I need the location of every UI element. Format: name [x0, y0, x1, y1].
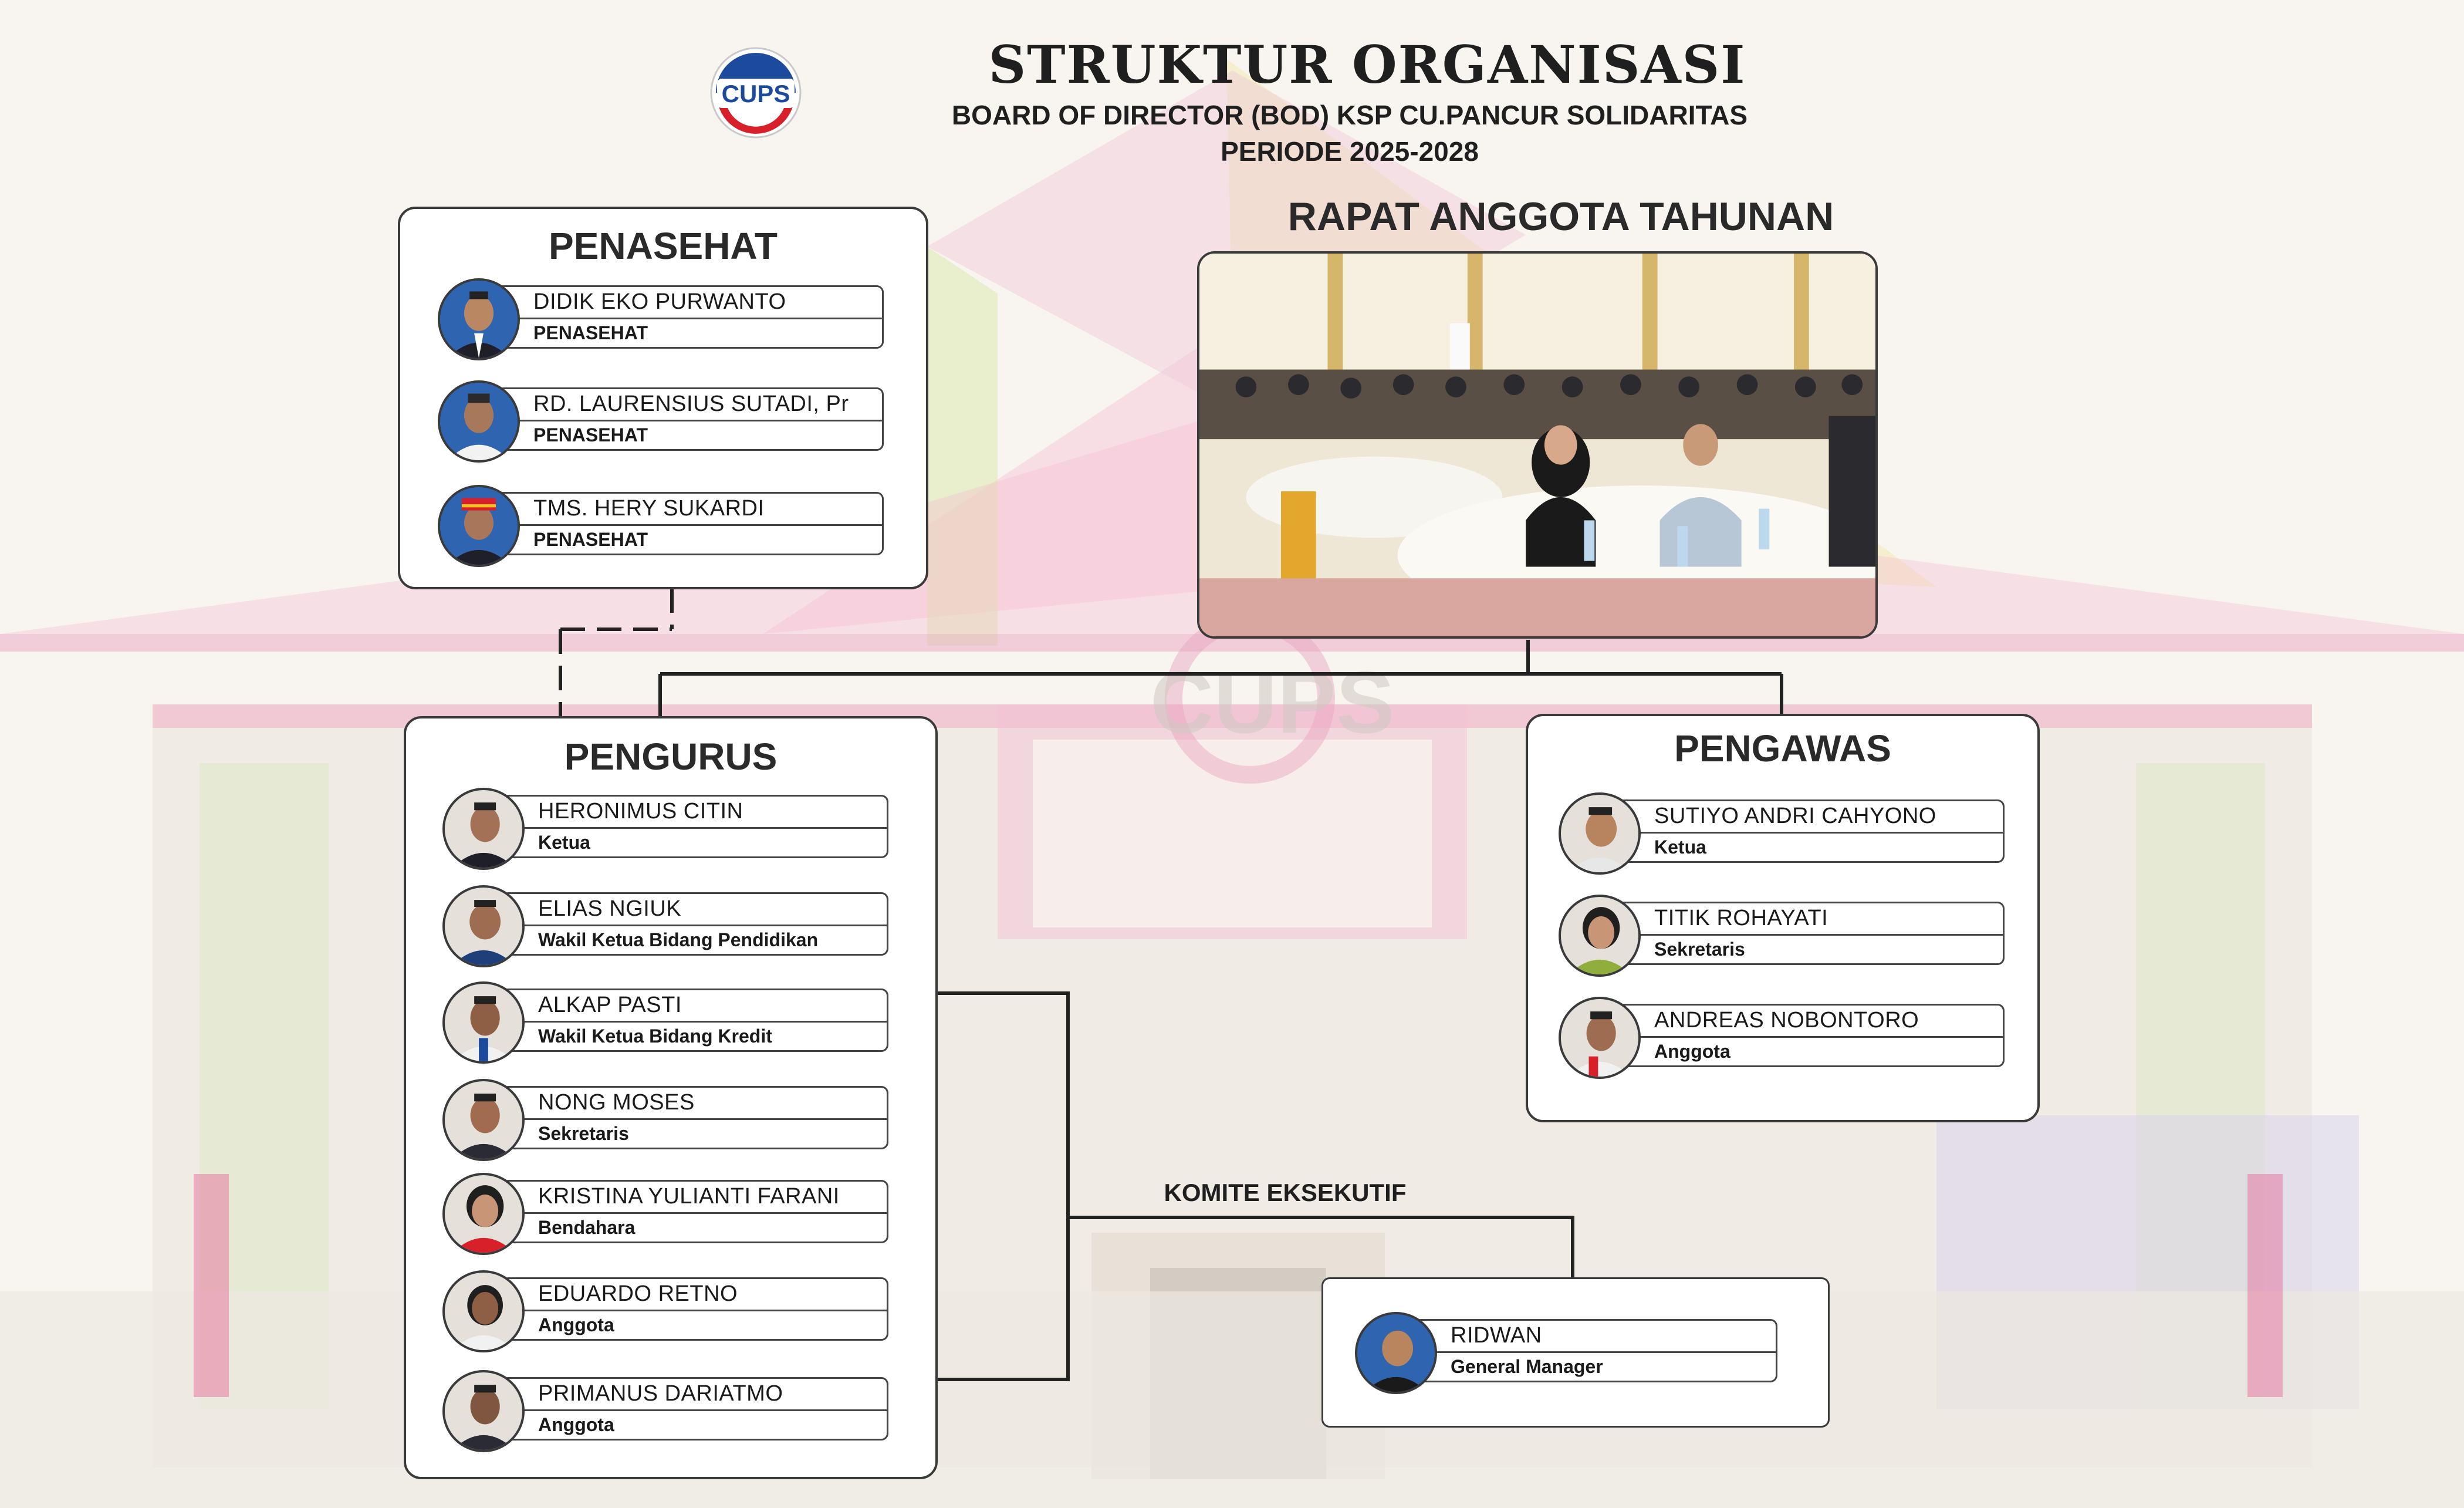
- member-role: Bendahara: [538, 1217, 636, 1238]
- member-card: RIDWAN General Manager: [1355, 1312, 1807, 1394]
- member-role: Sekretaris: [1654, 939, 1745, 960]
- member-photo: [438, 485, 520, 567]
- member-name: ANDREAS NOBONTORO: [1654, 1008, 1919, 1033]
- member-photo: [442, 1370, 525, 1452]
- page-subtitle: BOARD OF DIRECTOR (BOD) KSP CU.PANCUR SO…: [951, 100, 1748, 130]
- member-photo: [438, 278, 520, 360]
- member-card: PRIMANUS DARIATMO Anggota: [442, 1370, 894, 1452]
- member-role: Sekretaris: [538, 1123, 629, 1144]
- member-photo: [442, 788, 525, 870]
- page-title: STRUKTUR ORGANISASI: [988, 34, 1746, 95]
- pengawas-title: PENGAWAS: [1674, 727, 1891, 770]
- member-role: Ketua: [1654, 836, 1706, 858]
- member-card: ALKAP PASTI Wakil Ketua Bidang Kredit: [442, 981, 894, 1064]
- member-role: General Manager: [1451, 1356, 1603, 1377]
- member-name: SUTIYO ANDRI CAHYONO: [1654, 804, 1936, 828]
- page-period: PERIODE 2025-2028: [1221, 136, 1479, 167]
- rapat-title: RAPAT ANGGOTA TAHUNAN: [1287, 194, 1834, 239]
- member-role: PENASEHAT: [533, 424, 648, 446]
- member-card: RD. LAURENSIUS SUTADI, Pr PENASEHAT: [438, 380, 890, 463]
- rapat-meeting-photo: [1197, 251, 1878, 639]
- member-role: Anggota: [538, 1414, 614, 1435]
- member-card: ANDREAS NOBONTORO Anggota: [1559, 997, 2010, 1079]
- member-role: PENASEHAT: [533, 322, 648, 343]
- member-photo: [1355, 1312, 1437, 1394]
- member-role: PENASEHAT: [533, 529, 648, 550]
- member-name: PRIMANUS DARIATMO: [538, 1381, 783, 1406]
- pengawas-panel: PENGAWAS SUTIYO ANDRI CAHYONO Ketua TITI…: [1526, 714, 2040, 1122]
- member-photo: [1559, 997, 1641, 1079]
- member-role: Anggota: [1654, 1041, 1730, 1062]
- header: STRUKTUR ORGANISASI BOARD OF DIRECTOR (B…: [822, 32, 1878, 170]
- member-card: TITIK ROHAYATI Sekretaris: [1559, 895, 2010, 977]
- member-card: TMS. HERY SUKARDI PENASEHAT: [438, 485, 890, 567]
- member-card: ELIAS NGIUK Wakil Ketua Bidang Pendidika…: [442, 885, 894, 967]
- member-name: HERONIMUS CITIN: [538, 799, 743, 824]
- member-photo: [442, 1173, 525, 1255]
- member-name: EDUARDO RETNO: [538, 1281, 738, 1306]
- member-photo: [442, 981, 525, 1064]
- member-name: ALKAP PASTI: [538, 993, 682, 1017]
- pengurus-title: PENGURUS: [564, 736, 778, 778]
- member-role: Wakil Ketua Bidang Kredit: [538, 1025, 772, 1047]
- member-name: DIDIK EKO PURWANTO: [533, 289, 786, 314]
- cups-logo-text: CUPS: [722, 80, 790, 107]
- member-name: TITIK ROHAYATI: [1654, 906, 1828, 930]
- penasehat-panel: PENASEHAT DIDIK EKO PURWANTO PENASEHAT R…: [398, 207, 928, 589]
- member-photo: [438, 380, 520, 463]
- member-role: Anggota: [538, 1314, 614, 1335]
- member-card: HERONIMUS CITIN Ketua: [442, 788, 894, 870]
- member-photo: [1559, 792, 1641, 875]
- member-photo: [442, 1079, 525, 1161]
- member-card: EDUARDO RETNO Anggota: [442, 1270, 894, 1352]
- member-photo: [442, 1270, 525, 1352]
- member-name: RIDWAN: [1451, 1323, 1542, 1348]
- member-name: NONG MOSES: [538, 1090, 695, 1115]
- member-card: KRISTINA YULIANTI FARANI Bendahara: [442, 1173, 894, 1255]
- member-name: RD. LAURENSIUS SUTADI, Pr: [533, 392, 849, 416]
- member-role: Wakil Ketua Bidang Pendidikan: [538, 929, 819, 950]
- member-name: ELIAS NGIUK: [538, 896, 682, 921]
- member-card: NONG MOSES Sekretaris: [442, 1079, 894, 1161]
- member-photo: [442, 885, 525, 967]
- member-photo: [1559, 895, 1641, 977]
- member-card: DIDIK EKO PURWANTO PENASEHAT: [438, 278, 890, 360]
- member-name: TMS. HERY SUKARDI: [533, 496, 765, 521]
- member-card: SUTIYO ANDRI CAHYONO Ketua: [1559, 792, 2010, 875]
- member-role: Ketua: [538, 832, 590, 853]
- cups-logo: CUPS: [709, 46, 803, 140]
- komite-panel: RIDWAN General Manager: [1321, 1277, 1830, 1428]
- penasehat-title: PENASEHAT: [549, 225, 778, 267]
- pengurus-panel: PENGURUS HERONIMUS CITIN Ketua ELIAS NGI…: [404, 716, 938, 1479]
- komite-eksekutif-label: KOMITE EKSEKUTIF: [1164, 1179, 1407, 1206]
- member-name: KRISTINA YULIANTI FARANI: [538, 1184, 840, 1209]
